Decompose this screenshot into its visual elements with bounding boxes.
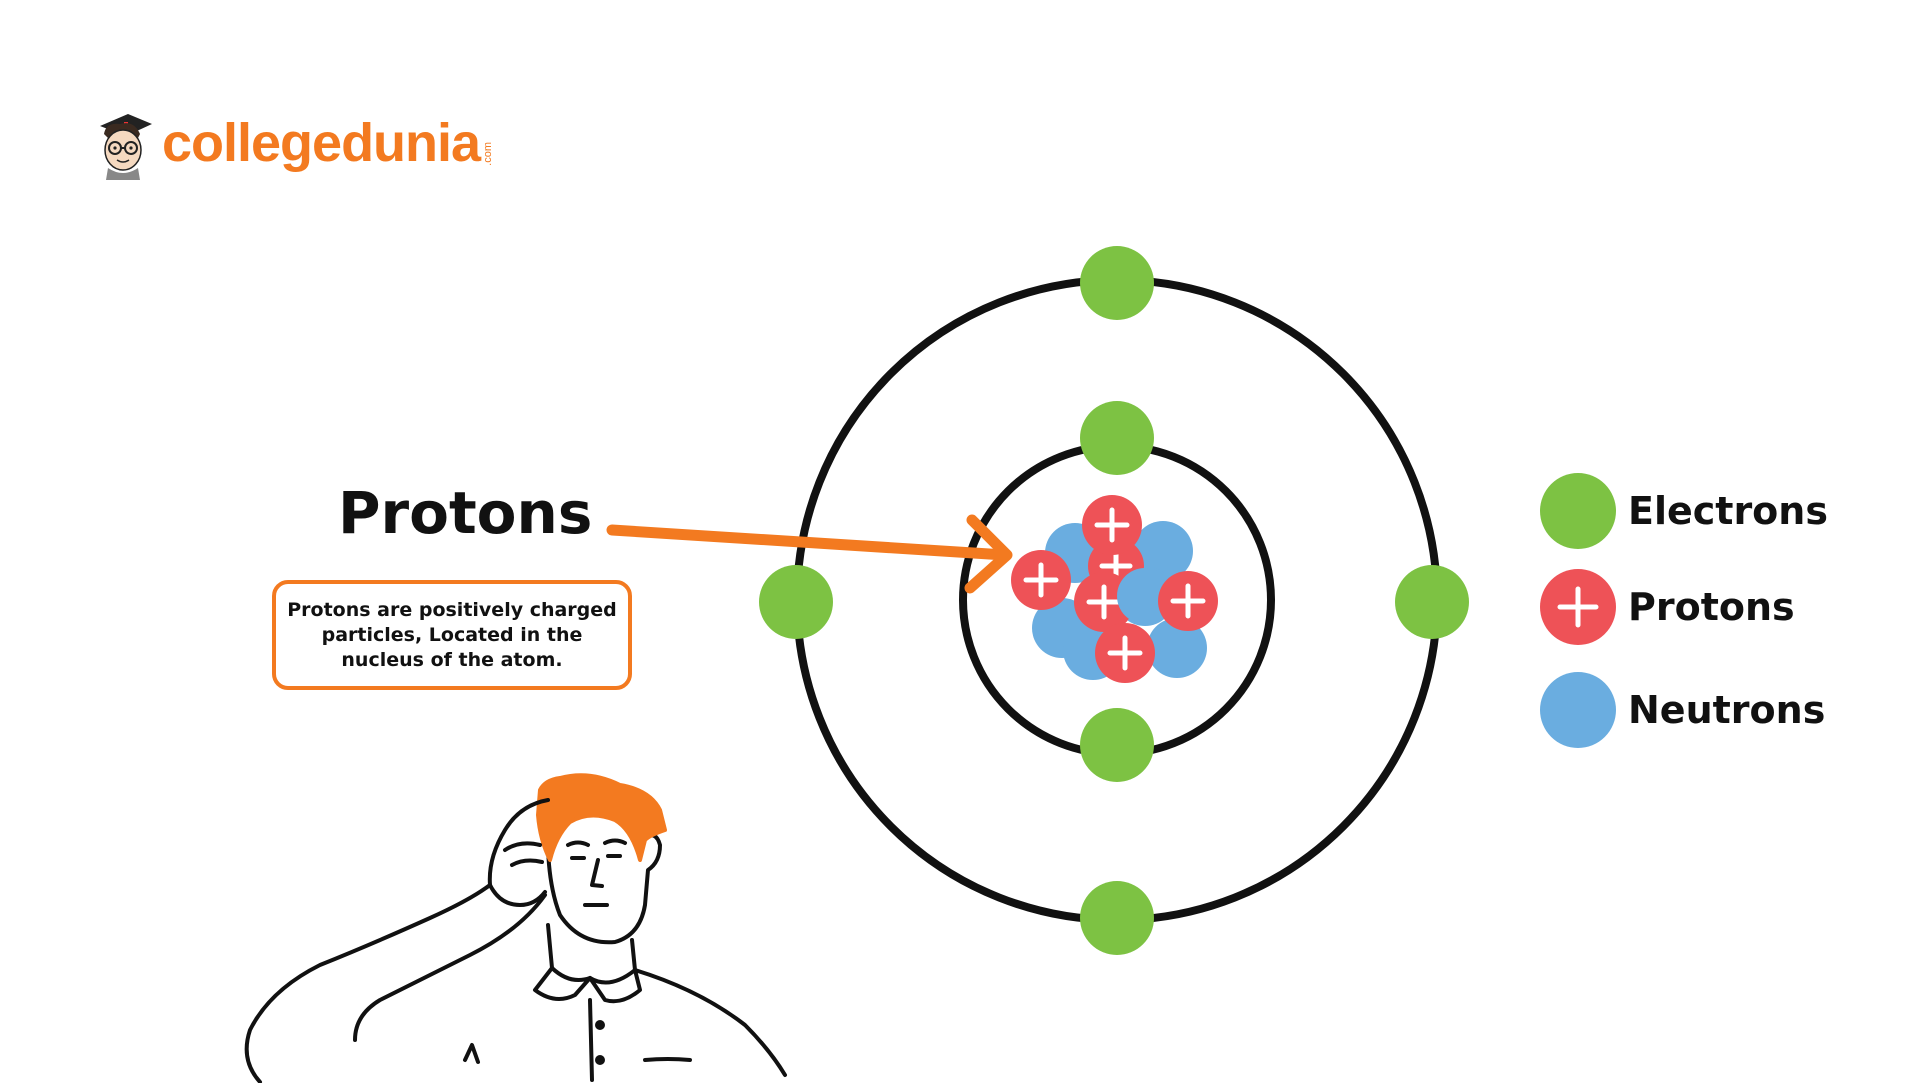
neutron <box>1133 521 1193 581</box>
legend-proton-marker <box>1540 569 1616 645</box>
mascot-icon <box>100 114 152 180</box>
electrons <box>759 246 1469 955</box>
electron <box>1395 565 1469 639</box>
legend-electron-marker <box>1540 473 1616 549</box>
brand-name: collegedunia <box>162 113 481 173</box>
callout-description-box: Protons are positively charged particles… <box>272 580 632 690</box>
brand-logo[interactable]: collegedunia .com <box>94 100 494 180</box>
neutron <box>1117 568 1173 624</box>
electron <box>1080 246 1154 320</box>
legend-label-neutrons: Neutrons <box>1628 688 1826 732</box>
legend-neutron-marker <box>1540 672 1616 748</box>
callout-description: Protons are positively charged particles… <box>287 598 617 671</box>
thinking-person-illustration <box>244 773 787 1083</box>
legend-markers <box>1540 473 1616 748</box>
pointer-arrow <box>606 514 1013 594</box>
proton <box>1158 571 1218 631</box>
electron <box>1080 881 1154 955</box>
electron <box>759 565 833 639</box>
electron <box>1080 401 1154 475</box>
nucleus <box>1011 495 1218 683</box>
neutron <box>1147 618 1207 678</box>
electron <box>1080 708 1154 782</box>
proton <box>1082 495 1142 555</box>
legend-label-protons: Protons <box>1628 585 1795 629</box>
proton <box>1011 550 1071 610</box>
legend-label-electrons: Electrons <box>1628 489 1828 533</box>
proton <box>1095 623 1155 683</box>
callout-title: Protons <box>338 479 593 547</box>
